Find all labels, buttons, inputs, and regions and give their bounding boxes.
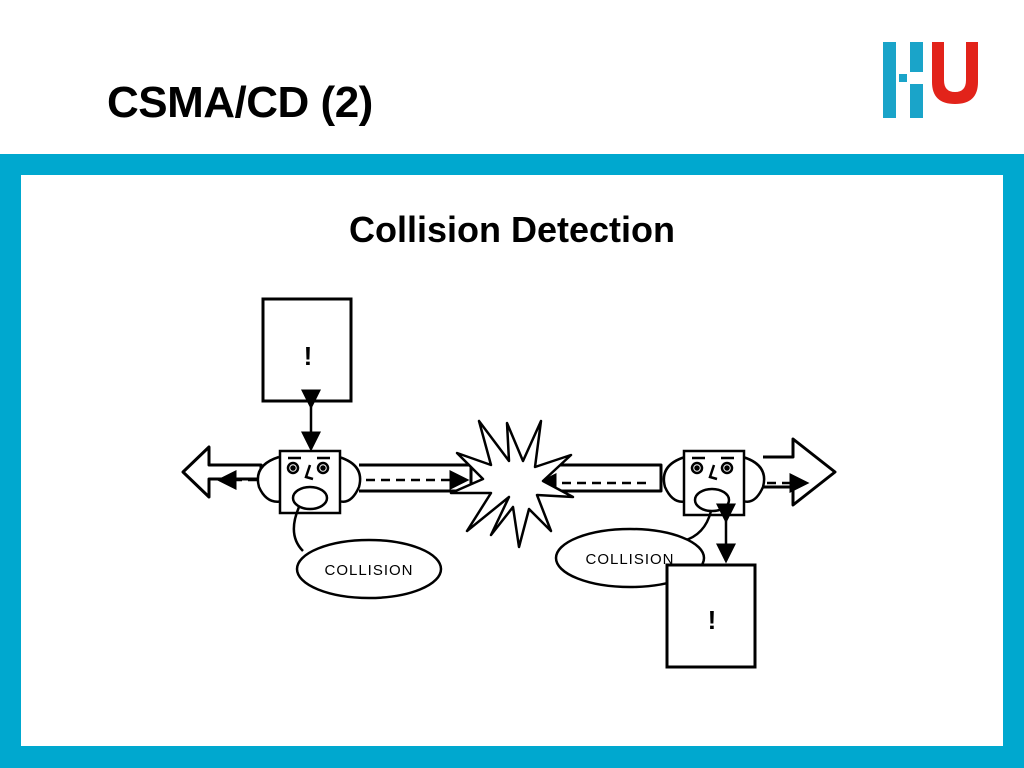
left-transceiver (256, 449, 362, 515)
left-computer-screen-text: ! (304, 341, 313, 371)
signal-arrows (216, 470, 810, 493)
right-transceiver (662, 449, 766, 517)
left-computer: ! (261, 297, 353, 452)
csma-cd-collision-diagram: ! COLLISION (181, 297, 837, 669)
diagram-heading: Collision Detection (348, 209, 676, 250)
hu-logo (883, 42, 978, 118)
collision-burst (449, 419, 575, 549)
slide-title: CSMA/CD (2) (107, 78, 373, 127)
left-speech-bubble: COLLISION (292, 506, 443, 600)
content-panel: Collision Detection ! (21, 175, 1003, 746)
right-computer: ! (665, 503, 757, 669)
right-collision-label: COLLISION (585, 551, 674, 568)
right-computer-screen-text: ! (708, 605, 717, 635)
left-collision-label: COLLISION (324, 562, 413, 579)
